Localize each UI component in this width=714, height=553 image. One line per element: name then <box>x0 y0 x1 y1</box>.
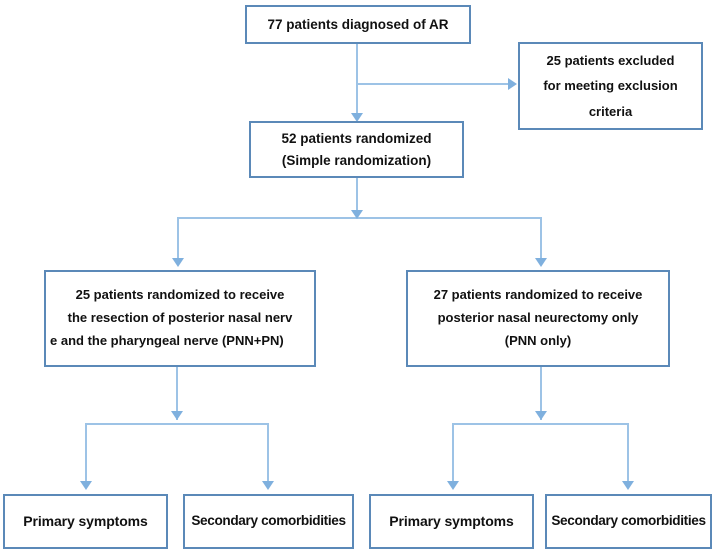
node-arm-left-line-1: 25 patients randomized to receive <box>75 287 285 303</box>
node-outcome-right-primary-label: Primary symptoms <box>389 513 514 530</box>
node-outcome-left-secondary-label: Secondary comorbidities <box>191 513 346 529</box>
node-arm-left: 25 patients randomized to receive the re… <box>44 270 316 367</box>
connector-right-outcome-bar <box>452 423 629 425</box>
arrowhead-left-arm-split <box>171 411 183 420</box>
node-arm-right-line-3: (PNN only) <box>504 332 572 348</box>
connector-left-outcome-bar <box>85 423 269 425</box>
connector-arm-right-drop <box>540 217 542 262</box>
node-randomized-line-1: 52 patients randomized <box>281 130 432 146</box>
connector-left-secondary-drop <box>267 423 269 485</box>
arrowhead-to-randomized <box>351 113 363 122</box>
connector-right-primary-drop <box>452 423 454 485</box>
node-arm-left-line-3: e and the pharyngeal nerve (PNN+PN) <box>50 332 284 348</box>
node-excluded: 25 patients excluded for meeting exclusi… <box>518 42 703 130</box>
node-enrollment-line-1: 77 patients diagnosed of AR <box>267 16 449 32</box>
connector-left-arm-stem <box>176 367 178 420</box>
node-randomized-line-2: (Simple randomization) <box>281 152 432 168</box>
node-arm-left-line-2: the resection of posterior nasal nerv <box>67 310 293 326</box>
node-enrollment: 77 patients diagnosed of AR <box>245 5 471 44</box>
connector-right-secondary-drop <box>627 423 629 485</box>
node-outcome-left-primary-label: Primary symptoms <box>23 513 148 530</box>
arrowhead-to-excluded <box>508 78 517 90</box>
arrowhead-arm-left <box>172 258 184 267</box>
arrowhead-right-primary <box>447 481 459 490</box>
connector-right-arm-stem <box>540 367 542 420</box>
connector-left-primary-drop <box>85 423 87 485</box>
node-randomized: 52 patients randomized (Simple randomiza… <box>249 121 464 178</box>
connector-arm-left-drop <box>177 217 179 262</box>
arrowhead-left-primary <box>80 481 92 490</box>
node-arm-right-line-1: 27 patients randomized to receive <box>433 287 643 303</box>
node-excluded-line-2: for meeting exclusion <box>543 78 678 94</box>
node-arm-right: 27 patients randomized to receive poster… <box>406 270 670 367</box>
arrowhead-randomization-split <box>351 210 363 219</box>
connector-randomization-stem <box>356 178 358 219</box>
connector-to-excluded <box>356 83 514 85</box>
node-outcome-right-secondary: Secondary comorbidities <box>545 494 712 549</box>
arrowhead-right-secondary <box>622 481 634 490</box>
node-outcome-right-primary: Primary symptoms <box>369 494 534 549</box>
connector-enrollment-trunk <box>356 44 358 120</box>
arrowhead-arm-right <box>535 258 547 267</box>
node-outcome-left-secondary: Secondary comorbidities <box>183 494 354 549</box>
arrowhead-left-secondary <box>262 481 274 490</box>
node-excluded-line-3: criteria <box>588 103 633 119</box>
node-arm-right-line-2: posterior nasal neurectomy only <box>437 310 639 326</box>
arrowhead-right-arm-split <box>535 411 547 420</box>
node-excluded-line-1: 25 patients excluded <box>546 52 675 68</box>
node-outcome-left-primary: Primary symptoms <box>3 494 168 549</box>
node-outcome-right-secondary-label: Secondary comorbidities <box>551 513 706 529</box>
